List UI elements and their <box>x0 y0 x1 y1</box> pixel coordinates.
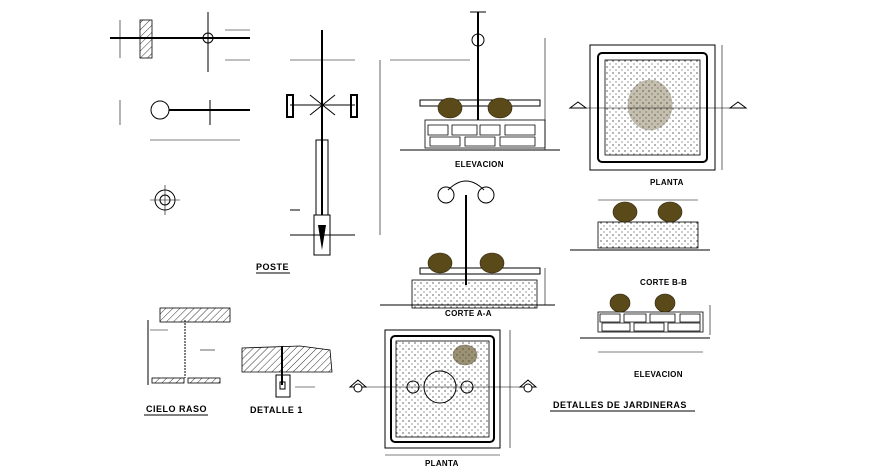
label-corte-bb: CORTE B-B <box>640 278 687 287</box>
label-planta-bottom: PLANTA <box>425 459 459 468</box>
detalle-1 <box>241 345 333 398</box>
label-elevacion-top: ELEVACION <box>455 160 504 169</box>
cielo-raso-detail <box>147 307 231 385</box>
poste-elevation <box>286 30 381 256</box>
label-corte-aa: CORTE A-A <box>445 309 492 318</box>
label-elevacion-small: ELEVACION <box>634 370 683 379</box>
planter-elevation-small <box>580 293 711 353</box>
corte-bb <box>570 199 710 251</box>
corte-aa <box>380 180 555 309</box>
bracket-detail-top <box>110 12 250 72</box>
planter-plan-top <box>568 44 748 171</box>
planter-elevation-top <box>390 11 560 151</box>
label-planta-top: PLANTA <box>650 178 684 187</box>
label-cielo-raso: CIELO RASO <box>146 404 207 414</box>
label-poste: POSTE <box>256 262 289 272</box>
label-detalles-jardineras: DETALLES DE JARDINERAS <box>553 400 687 410</box>
planter-plan-bottom <box>348 329 538 456</box>
bracket-detail-middle <box>119 100 250 141</box>
pole-section-detail <box>150 185 180 215</box>
label-detalle-1: DETALLE 1 <box>250 405 303 415</box>
